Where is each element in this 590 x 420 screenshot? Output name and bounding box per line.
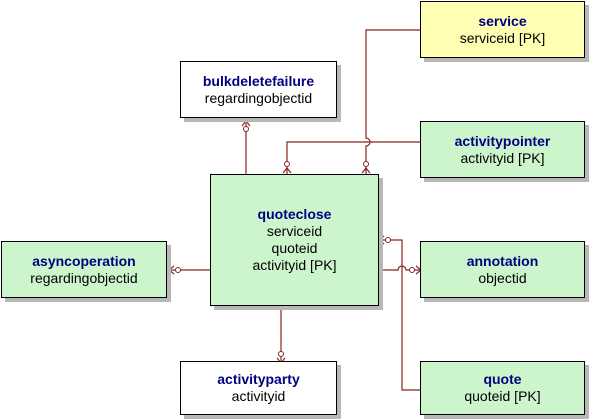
entity-attr: quoteid [PK] bbox=[464, 388, 541, 404]
entity-annotation[interactable]: annotation objectid bbox=[420, 241, 585, 298]
rel-bulkdeletefailure-optional bbox=[243, 126, 249, 132]
rel-asyncoperation-optional bbox=[175, 267, 181, 273]
rel-bulkdeletefailure-crowsfoot bbox=[241, 120, 251, 127]
rel-quote-optional bbox=[385, 237, 391, 243]
entity-attr: regardingobjectid bbox=[30, 269, 138, 286]
entity-asyncoperation[interactable]: asyncoperation regardingobjectid bbox=[1, 241, 167, 298]
rel-quote bbox=[380, 239, 420, 391]
rel-quote-crowsfoot bbox=[378, 235, 385, 245]
entity-attr: quoteid bbox=[271, 240, 318, 256]
entity-activityparty[interactable]: activityparty activityid bbox=[180, 361, 337, 415]
entity-quoteclose[interactable]: quoteclose serviceid quoteid activityid … bbox=[210, 174, 379, 306]
entity-name: quote bbox=[483, 371, 522, 387]
rel-annotation-optional bbox=[409, 267, 415, 273]
rel-service bbox=[365, 29, 420, 174]
entity-name: activitypointer bbox=[454, 132, 551, 149]
rel-activityparty-optional bbox=[278, 351, 284, 357]
rel-activitypointer-crowsfoot bbox=[282, 167, 292, 174]
entity-name: activityparty bbox=[217, 371, 300, 387]
entity-name: bulkdeletefailure bbox=[202, 72, 315, 89]
entity-activitypointer[interactable]: activitypointer activityid [PK] bbox=[420, 121, 585, 178]
entity-attr: activityid [PK] bbox=[252, 257, 337, 273]
entity-name: quoteclose bbox=[257, 206, 332, 222]
entity-attr: serviceid [PK] bbox=[459, 29, 546, 46]
entity-attr: activityid bbox=[231, 388, 286, 404]
entity-service[interactable]: service serviceid [PK] bbox=[420, 1, 585, 58]
entity-name: annotation bbox=[466, 252, 539, 269]
entity-attr: regardingobjectid bbox=[204, 89, 313, 106]
entity-name: asyncoperation bbox=[32, 252, 136, 269]
rel-activitypointer bbox=[286, 141, 420, 174]
entity-attr: activityid [PK] bbox=[460, 149, 545, 166]
rel-activitypointer-optional bbox=[284, 161, 290, 167]
entity-attr: objectid bbox=[478, 269, 527, 286]
entity-attr: serviceid bbox=[266, 223, 323, 239]
entity-bulkdeletefailure[interactable]: bulkdeletefailure regardingobjectid bbox=[180, 61, 337, 118]
entity-quote[interactable]: quote quoteid [PK] bbox=[420, 361, 585, 415]
rel-service-crowsfoot bbox=[361, 167, 371, 174]
entity-name: service bbox=[478, 12, 527, 29]
rel-asyncoperation-crowsfoot bbox=[168, 265, 175, 275]
rel-service-optional bbox=[363, 161, 369, 167]
